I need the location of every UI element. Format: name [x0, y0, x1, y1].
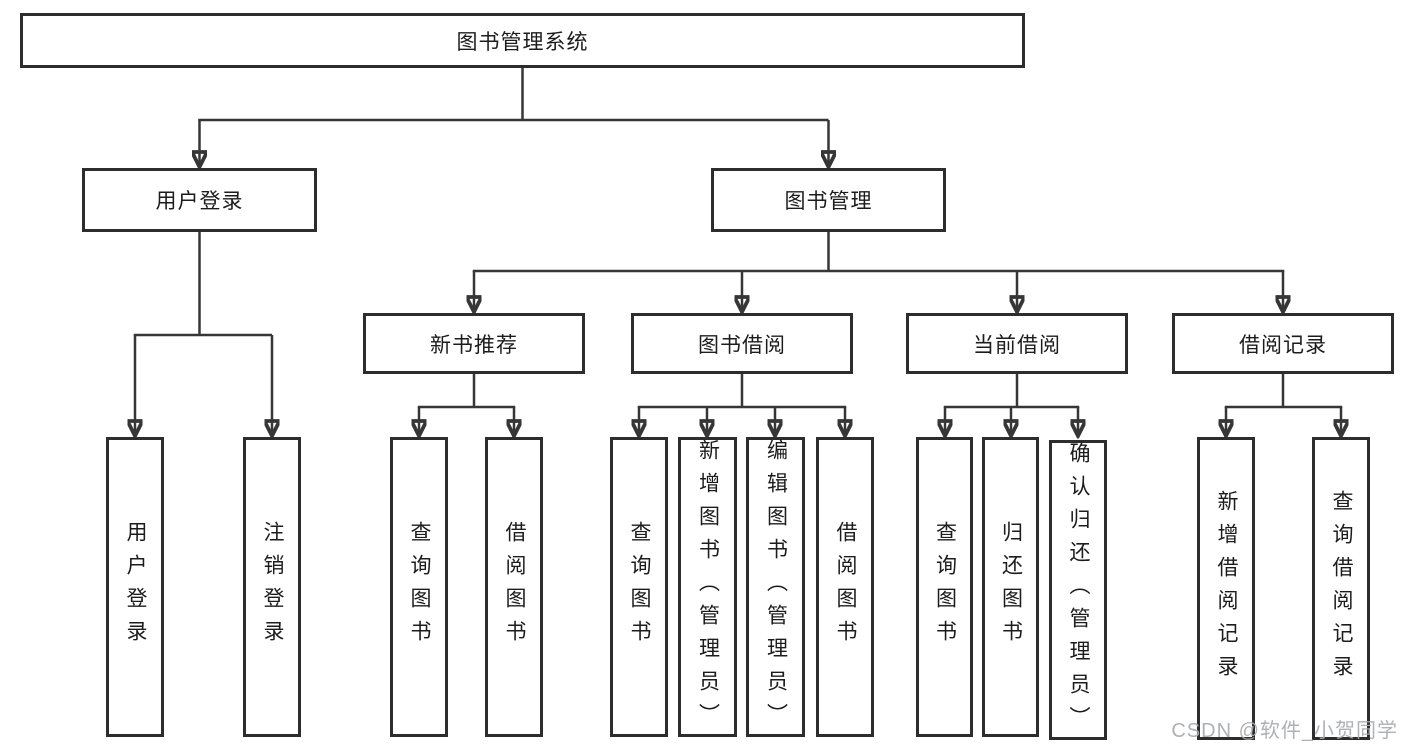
csdn-watermark: CSDN @软件_小贺同学 [1171, 720, 1398, 742]
node-book-management-label: 图书管理 [784, 190, 873, 213]
leaf-bb-borrow-books: 借阅图书 [816, 437, 874, 737]
node-user-login-label: 用户登录 [155, 190, 244, 213]
node-new-book-recommend-label: 新书推荐 [430, 333, 518, 357]
leaf-br-add-record: 新增借阅记录 [1197, 437, 1255, 740]
new-book-rec-branch [418, 374, 516, 436]
leaf-user-login: 用户登录 [106, 437, 164, 737]
node-new-book-recommend: 新书推荐 [363, 313, 585, 374]
leaf-bb-edit-books-label: 编辑图书（管理员） [764, 438, 788, 736]
leaf-bb-query-books: 查询图书 [610, 437, 668, 737]
node-library-system-label: 图书管理系统 [456, 30, 589, 54]
leaf-br-add-record-label: 新增借阅记录 [1215, 489, 1238, 688]
leaf-bb-add-books: 新增图书（管理员） [678, 437, 737, 737]
current-borrow-branch [944, 374, 1080, 436]
leaf-user-login-label: 用户登录 [124, 521, 147, 653]
root-branch [198, 68, 828, 167]
node-current-borrow-label: 当前借阅 [973, 333, 1061, 357]
node-borrow-records-label: 借阅记录 [1239, 333, 1327, 357]
book-mgmt-branch [473, 232, 1285, 312]
leaf-cb-return-books-label: 归还图书 [999, 521, 1023, 653]
book-borrow-branch [638, 374, 847, 436]
leaf-bb-add-books-label: 新增图书（管理员） [696, 438, 720, 736]
leaf-cb-query-books: 查询图书 [916, 437, 973, 737]
leaf-cb-confirm-return: 确认归还（管理员） [1049, 440, 1107, 740]
node-book-borrow-label: 图书借阅 [698, 333, 786, 357]
borrow-records-branch [1225, 374, 1343, 436]
leaf-nr-query-books: 查询图书 [390, 437, 448, 737]
leaf-logout: 注销登录 [243, 437, 301, 737]
leaf-cb-query-books-label: 查询图书 [933, 521, 957, 653]
leaf-cb-confirm-return-label: 确认归还（管理员） [1067, 441, 1090, 739]
user-login-branch [134, 232, 272, 436]
leaf-bb-query-books-label: 查询图书 [628, 521, 651, 653]
node-current-borrow: 当前借阅 [906, 313, 1128, 374]
leaf-br-query-record-label: 查询借阅记录 [1330, 489, 1353, 688]
node-borrow-records: 借阅记录 [1172, 313, 1394, 374]
leaf-br-query-record: 查询借阅记录 [1312, 437, 1370, 740]
node-book-management: 图书管理 [711, 168, 946, 232]
node-library-system: 图书管理系统 [20, 13, 1025, 68]
leaf-nr-borrow-books: 借阅图书 [485, 437, 543, 737]
leaf-cb-return-books: 归还图书 [982, 437, 1039, 737]
leaf-nr-borrow-books-label: 借阅图书 [503, 521, 526, 653]
leaf-bb-borrow-books-label: 借阅图书 [834, 521, 857, 653]
leaf-nr-query-books-label: 查询图书 [408, 521, 431, 653]
leaf-bb-edit-books: 编辑图书（管理员） [746, 437, 805, 737]
leaf-logout-label: 注销登录 [261, 521, 284, 653]
node-user-login: 用户登录 [82, 168, 317, 232]
node-book-borrow: 图书借阅 [631, 313, 853, 374]
